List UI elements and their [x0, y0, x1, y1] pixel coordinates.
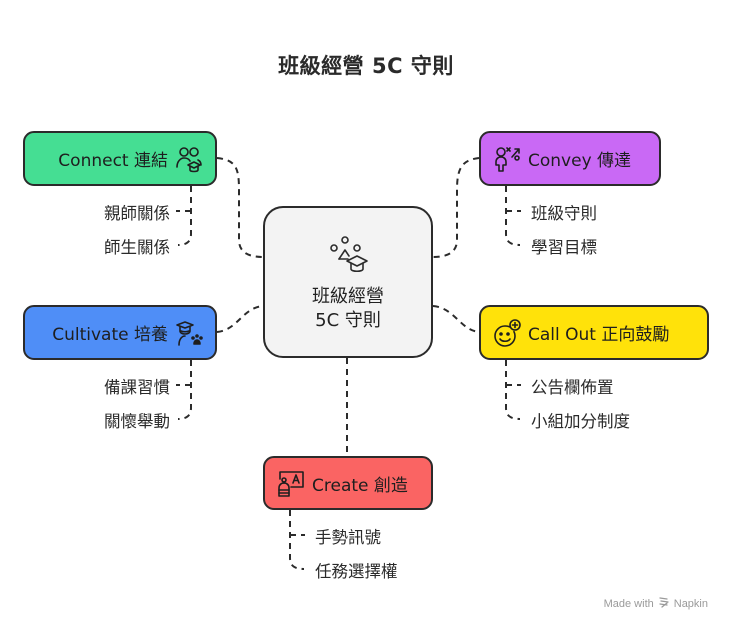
connector-connect-subs — [176, 186, 192, 246]
watermark-brand: Napkin — [673, 597, 708, 610]
connect-item-2: 師生關係 — [104, 238, 170, 257]
branch-connect-label: Connect 連結 — [58, 151, 168, 171]
center-title-line1: 班級經營 — [312, 285, 384, 307]
connector-convey-subs — [505, 186, 521, 246]
watermark[interactable]: Made with Napkin — [604, 596, 708, 611]
convey-item-1: 班級守則 — [531, 204, 597, 223]
connector-convey — [432, 157, 480, 258]
center-node[interactable]: 班級經營 5C 守則 — [263, 206, 433, 358]
branch-connect[interactable]: Connect 連結 — [23, 131, 217, 186]
cultivate-item-2: 關懷舉動 — [104, 412, 170, 431]
smiley-plus-icon — [493, 318, 521, 347]
connector-callout — [432, 305, 480, 333]
branch-create[interactable]: Create 創造 — [263, 456, 433, 510]
center-title-line2: 5C 守則 — [315, 309, 381, 331]
people-graduation-cap-icon — [326, 232, 370, 281]
people-graduation-icon — [175, 145, 203, 173]
create-item-1: 手勢訊號 — [315, 528, 381, 547]
connector-callout-subs — [505, 360, 521, 420]
branch-create-label: Create 創造 — [312, 475, 408, 496]
branch-callout-label: Call Out 正向鼓勵 — [528, 325, 670, 345]
connector-connect — [216, 157, 264, 258]
convey-item-2: 學習目標 — [531, 238, 597, 257]
robot-presentation-icon — [277, 469, 305, 497]
connector-cultivate — [216, 305, 264, 333]
callout-item-2: 小組加分制度 — [531, 412, 630, 431]
connector-create-subs — [289, 510, 305, 570]
callout-item-1: 公告欄佈置 — [531, 378, 614, 397]
branch-convey[interactable]: Convey 傳達 — [479, 131, 661, 186]
create-item-2: 任務選擇權 — [315, 562, 398, 581]
branch-cultivate-label: Cultivate 培養 — [52, 325, 168, 345]
watermark-prefix: Made with — [603, 597, 654, 610]
branch-callout[interactable]: Call Out 正向鼓勵 — [479, 305, 709, 360]
diagram-title: 班級經營 5C 守則 — [278, 54, 454, 78]
strategy-person-icon — [493, 145, 521, 173]
connect-item-1: 親師關係 — [104, 204, 170, 223]
branch-cultivate[interactable]: Cultivate 培養 — [23, 305, 217, 360]
student-paw-icon — [175, 319, 203, 347]
napkin-logo-icon — [658, 596, 670, 611]
connector-cultivate-subs — [176, 360, 192, 420]
branch-convey-label: Convey 傳達 — [528, 151, 632, 171]
cultivate-item-1: 備課習慣 — [104, 378, 170, 397]
